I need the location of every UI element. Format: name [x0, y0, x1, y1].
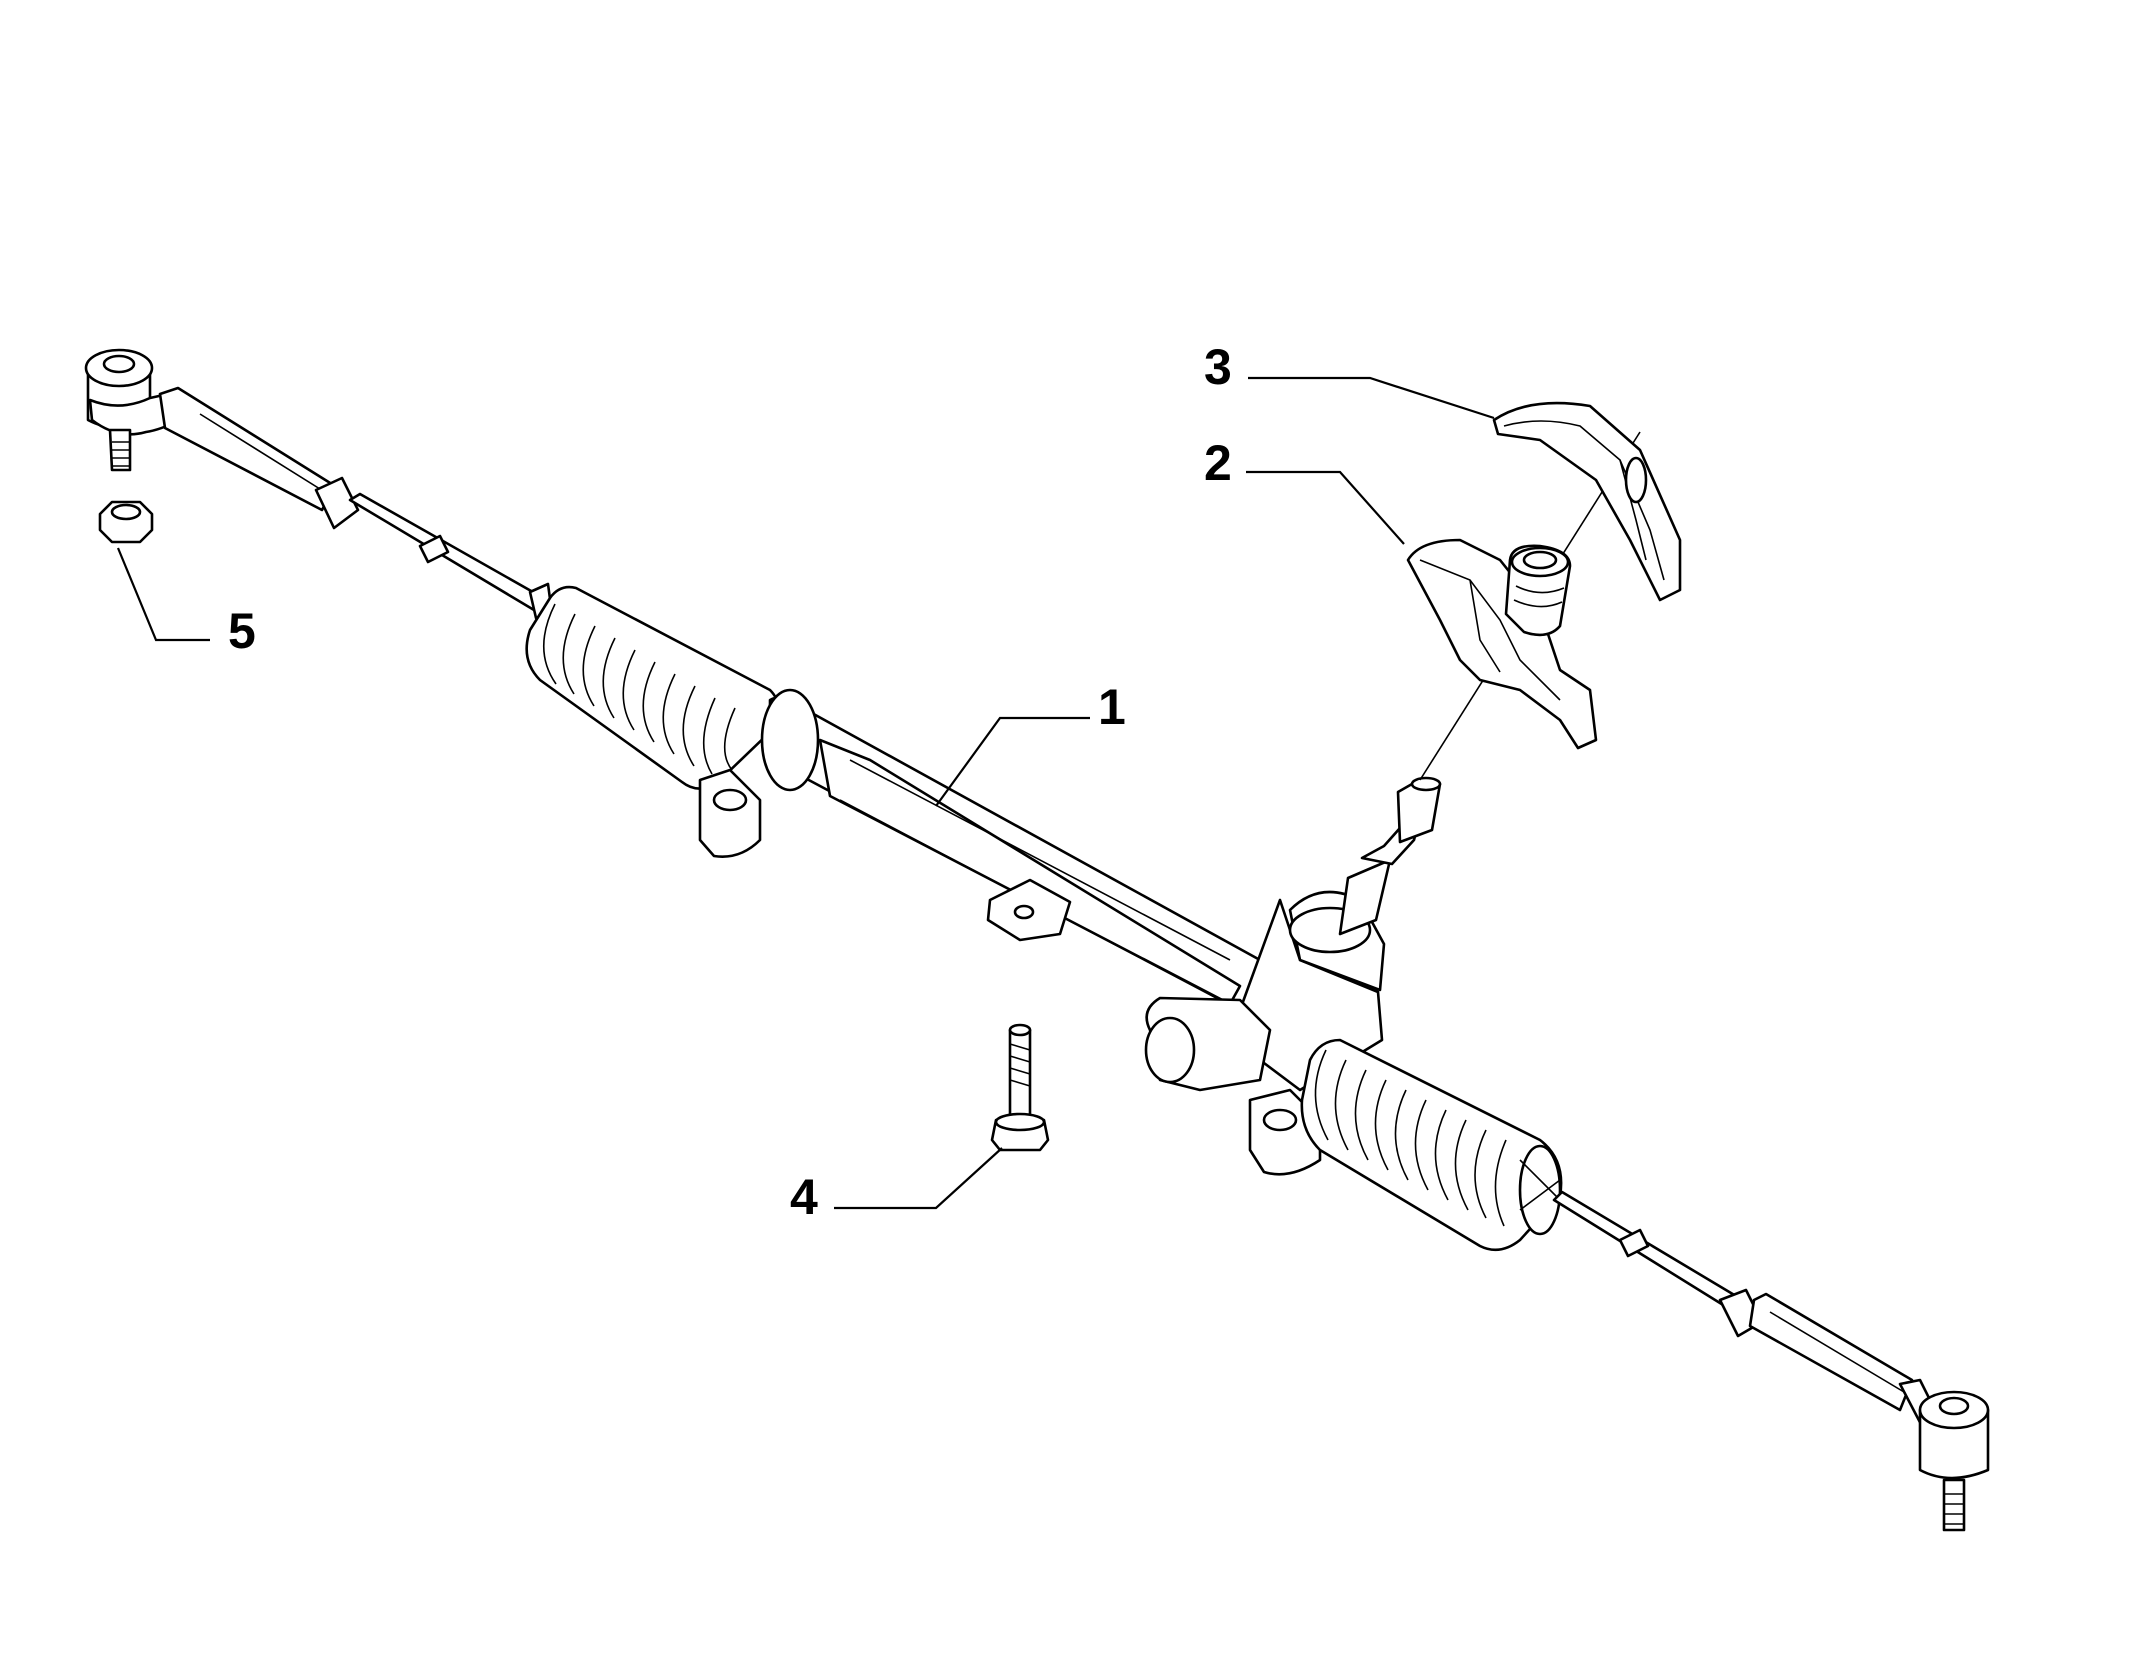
pinion-shaft [1338, 776, 1442, 936]
left-bellows-boot [525, 585, 780, 790]
leader-line-2 [1246, 470, 1405, 545]
left-tie-rod-end [84, 348, 182, 472]
upper-shield [1492, 401, 1682, 602]
leader-line-5 [116, 547, 210, 642]
left-tie-rod [158, 386, 554, 620]
callout-5: 5 [228, 603, 256, 659]
right-bellows-boot [1300, 1038, 1563, 1252]
leader-line-4 [834, 1147, 1003, 1210]
callout-4: 4 [790, 1169, 818, 1225]
leader-line-3 [1248, 376, 1495, 420]
callout-1: 1 [1098, 679, 1126, 735]
hex-nut [98, 500, 154, 544]
rack-housing [760, 688, 1262, 1012]
lower-shield [1406, 538, 1598, 750]
left-mount-bracket [698, 768, 762, 858]
right-tie-rod [1552, 1190, 1914, 1412]
callout-2: 2 [1204, 435, 1232, 491]
right-tie-rod-end [1898, 1378, 1990, 1532]
leader-line-1 [935, 716, 1090, 807]
callout-3: 3 [1204, 339, 1232, 395]
mounting-bolt [990, 1023, 1050, 1152]
